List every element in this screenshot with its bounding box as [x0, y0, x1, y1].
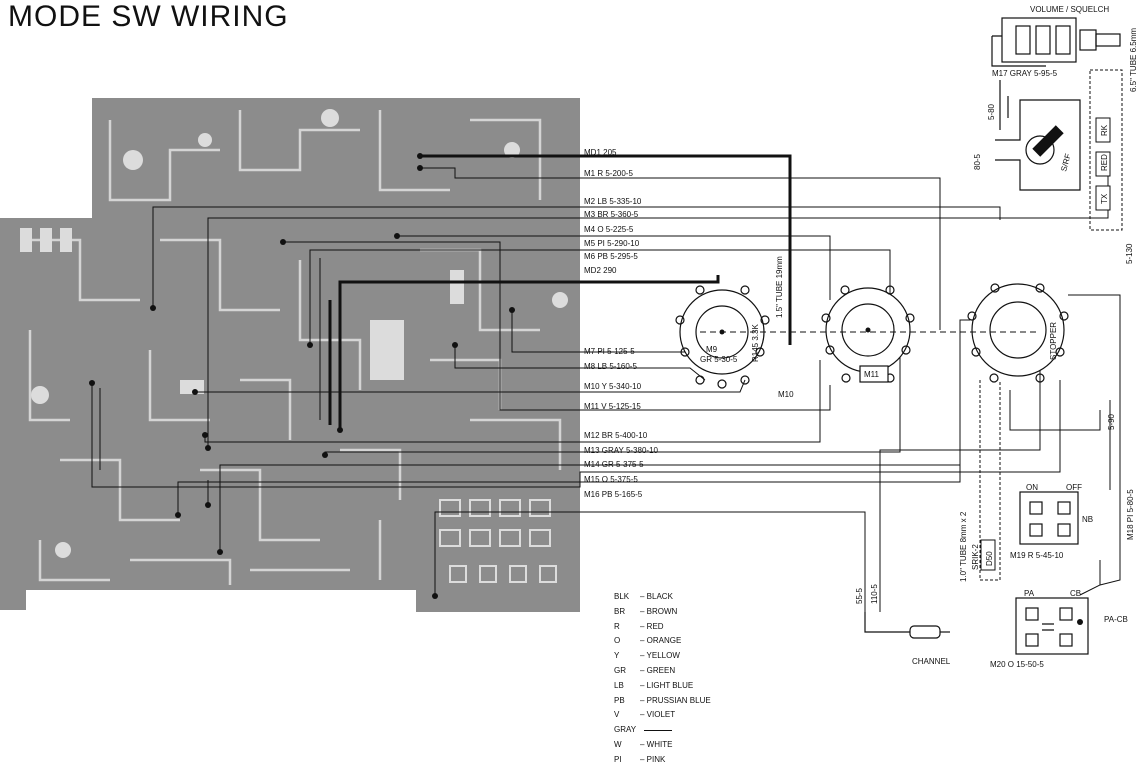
m19-label: M19 R 5-45-10	[1010, 551, 1064, 560]
pcb-board	[0, 98, 580, 612]
legend-row: GRAY	[614, 723, 711, 738]
legend-row: Y– YELLOW	[614, 651, 680, 661]
m11-label: M11	[864, 370, 880, 379]
legend-row: W– WHITE	[614, 739, 673, 749]
pa-cb-switch	[1015, 597, 1089, 655]
wire-label: MD1 205	[584, 148, 617, 157]
volume-squelch-label: VOLUME / SQUELCH	[1030, 5, 1109, 14]
wire-harness	[91, 160, 1121, 612]
wire-label: M1 R 5-200-5	[584, 169, 633, 178]
wire-label: M8 LB 5-160-5	[584, 362, 637, 371]
nb-switch	[1019, 491, 1079, 545]
pa-cb-label: PA-CB	[1104, 615, 1128, 624]
m18-label: M18 PI 5-80-5	[1126, 489, 1135, 540]
gray-line-swatch	[644, 729, 672, 731]
legend-row: V– VIOLET	[614, 710, 676, 720]
legend-row: R– RED	[614, 621, 664, 631]
wire-label-list: MD1 205 M1 R 5-200-5 M2 LB 5-335-10 M3 B…	[584, 148, 659, 499]
wire-label: M2 LB 5-335-10	[584, 197, 642, 206]
rotary-switch-3	[967, 283, 1069, 383]
legend-row: PI– PINK	[614, 754, 666, 764]
thick-wires	[328, 154, 792, 430]
rk-label: RK	[1100, 124, 1109, 136]
nb-label: NB	[1082, 515, 1093, 524]
wire-label: M6 PB 5-295-5	[584, 252, 638, 261]
wire-label: M16 PB 5-165-5	[584, 490, 643, 499]
wire-label: M12 BR 5-400-10	[584, 431, 648, 440]
wire-label: M4 O 5-225-5	[584, 225, 634, 234]
wire-label: M14 GR 5-375-5	[584, 460, 644, 469]
tube-cable	[1089, 69, 1123, 231]
off-label: OFF	[1066, 483, 1082, 492]
cb-label: CB	[1070, 589, 1081, 598]
wire-label: M13 GRAY 5-380-10	[584, 446, 659, 455]
wire-label: M15 O 5-375-5	[584, 475, 638, 484]
w-5-90-label: 5-90	[1107, 413, 1116, 430]
srik2-tube	[979, 380, 1001, 581]
wire-label: M10 Y 5-340-10	[584, 382, 642, 391]
w-55-5-label: 55-5	[855, 587, 864, 604]
w-110-5-label: 110-5	[870, 584, 879, 604]
legend-row: BR– BROWN	[614, 606, 678, 616]
channel-label: CHANNEL	[912, 657, 951, 666]
m20-label: M20 O 15-50-5	[990, 660, 1044, 669]
w-5-80-label: 5-80	[987, 103, 996, 120]
tube-19-label: 1.5" TUBE 19mm	[775, 256, 784, 318]
m9-label: M9	[706, 345, 718, 354]
wire-label: MD2 290	[584, 266, 617, 275]
w-5-130-label: 5-130	[1125, 243, 1134, 264]
volume-squelch-control	[991, 17, 1121, 67]
m9-gr-label: GR 5-30-5	[700, 355, 738, 364]
wire-dots	[89, 153, 515, 599]
component-labels: VOLUME / SQUELCH M17 GRAY 5-95-5 6.5" TU…	[700, 5, 1138, 669]
legend-row: BLK– BLACK	[614, 592, 673, 601]
legend-row: PB– PRUSSIAN BLUE	[614, 695, 711, 705]
legend-row: LB– LIGHT BLUE	[614, 680, 694, 690]
stopper-label: STOPPER	[1049, 322, 1058, 360]
red-label: RED	[1100, 154, 1109, 171]
srik2-label: SRIK-2	[971, 544, 980, 570]
on-label: ON	[1026, 483, 1038, 492]
tube-8mm-label: 1.0" TUBE 8mm x 2	[959, 511, 968, 582]
wire-label: M3 BR 5-360-5	[584, 210, 639, 219]
color-legend: BLK– BLACK BR– BROWN R– RED O– ORANGE Y–…	[614, 590, 711, 768]
wire-label: M5 PI 5-290-10	[584, 239, 640, 248]
mode-selector-sw	[995, 80, 1081, 191]
s-rf-label: S/RF	[1059, 152, 1072, 172]
channel-connector	[864, 612, 950, 639]
legend-row: GR– GREEN	[614, 665, 676, 675]
legend-row: O– ORANGE	[614, 636, 682, 646]
m17-label: M17 GRAY 5-95-5	[992, 69, 1058, 78]
d50-label: D50	[985, 551, 994, 566]
page-title: MODE SW WIRING	[8, 0, 289, 33]
pa-label: PA	[1024, 589, 1035, 598]
w-80-5-label: 80-5	[973, 153, 982, 170]
r145-label: R145 3.3K	[751, 324, 760, 362]
tube-top-label: 6.5" TUBE 6.5mm	[1129, 28, 1138, 92]
tx-label: TX	[1100, 193, 1109, 204]
m10-label: M10	[778, 390, 794, 399]
wire-label: M11 V 5-125-15	[584, 402, 641, 411]
wire-label: M7 PI 5-125-5	[584, 347, 635, 356]
d50-diode	[980, 539, 996, 571]
